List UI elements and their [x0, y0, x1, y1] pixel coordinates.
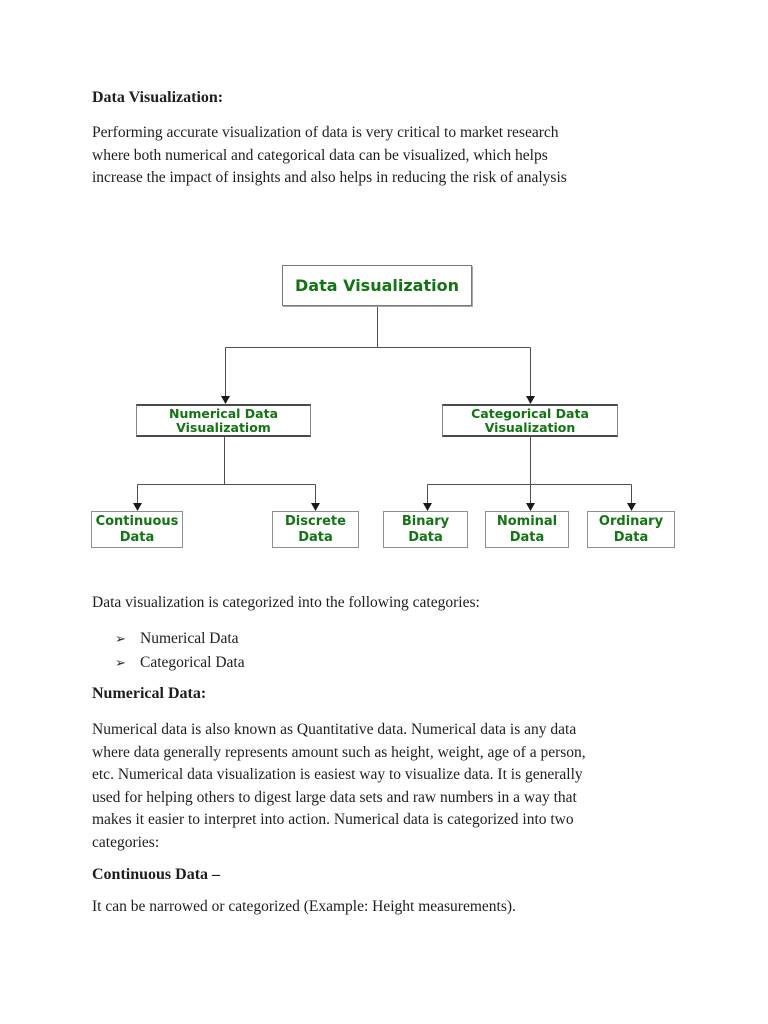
continuous-data-line: It can be narrowed or categorized (Examp… [92, 898, 516, 915]
text-line: makes it easier to interpret into action… [92, 811, 574, 828]
node-categorical-data-visualization: Categorical Data Visualization [442, 404, 618, 437]
node-discrete-data: Discrete Data [272, 511, 359, 548]
node-label: Binary Data [401, 513, 450, 545]
diagram-connectors [133, 306, 636, 511]
node-continuous-data: Continuous Data [91, 511, 183, 548]
text-line: where data generally represents amount s… [92, 743, 586, 761]
continuous-data-heading: Continuous Data – [92, 866, 221, 883]
node-numerical-data-visualization: Numerical Data Visualizatiom [136, 404, 311, 437]
text-line: Performing accurate visualization of dat… [92, 124, 559, 141]
numerical-data-heading: Numerical Data: [92, 685, 207, 702]
node-nominal-data: Nominal Data [485, 511, 569, 548]
node-data-visualization: Data Visualization [282, 265, 472, 306]
data-visualization-flowchart: Data Visualization Numerical Data Visual… [0, 265, 768, 548]
arrow-bullet-icon: ➢ [115, 632, 126, 647]
categories-intro-line: Data visualization is categorized into t… [92, 594, 480, 611]
node-label: Ordinary Data [598, 513, 664, 545]
list-item: ➢ Numerical Data [92, 627, 245, 651]
node-label: Numerical Data Visualizatiom [168, 405, 278, 435]
text-line: categories: [92, 833, 160, 851]
arrowhead-icons [133, 396, 636, 511]
node-label: Nominal Data [496, 513, 558, 545]
main-heading: Data Visualization: [92, 89, 224, 106]
node-ordinary-data: Ordinary Data [587, 511, 675, 548]
text-line: increase the impact of insights and also… [92, 169, 567, 186]
node-binary-data: Binary Data [383, 511, 468, 548]
text-line: used for helping others to digest large … [92, 788, 577, 806]
list-item-label: Categorical Data [140, 654, 245, 671]
numerical-data-paragraph: Numerical data is also known as Quantita… [92, 719, 586, 854]
text-line: where both numerical and categorical dat… [92, 146, 548, 164]
arrow-bullet-icon: ➢ [115, 656, 126, 671]
node-label: Data Visualization [295, 276, 459, 295]
list-item-label: Numerical Data [140, 630, 239, 647]
intro-paragraph: Performing accurate visualization of dat… [92, 122, 567, 190]
list-item: ➢ Categorical Data [92, 651, 245, 675]
categories-bullet-list: ➢ Numerical Data ➢ Categorical Data [92, 627, 245, 675]
text-line: Numerical data is also known as Quantita… [92, 721, 577, 738]
text-line: etc. Numerical data visualization is eas… [92, 766, 583, 783]
node-label: Categorical Data Visualization [471, 405, 589, 435]
node-label: Continuous Data [95, 513, 179, 545]
node-label: Discrete Data [285, 513, 346, 545]
